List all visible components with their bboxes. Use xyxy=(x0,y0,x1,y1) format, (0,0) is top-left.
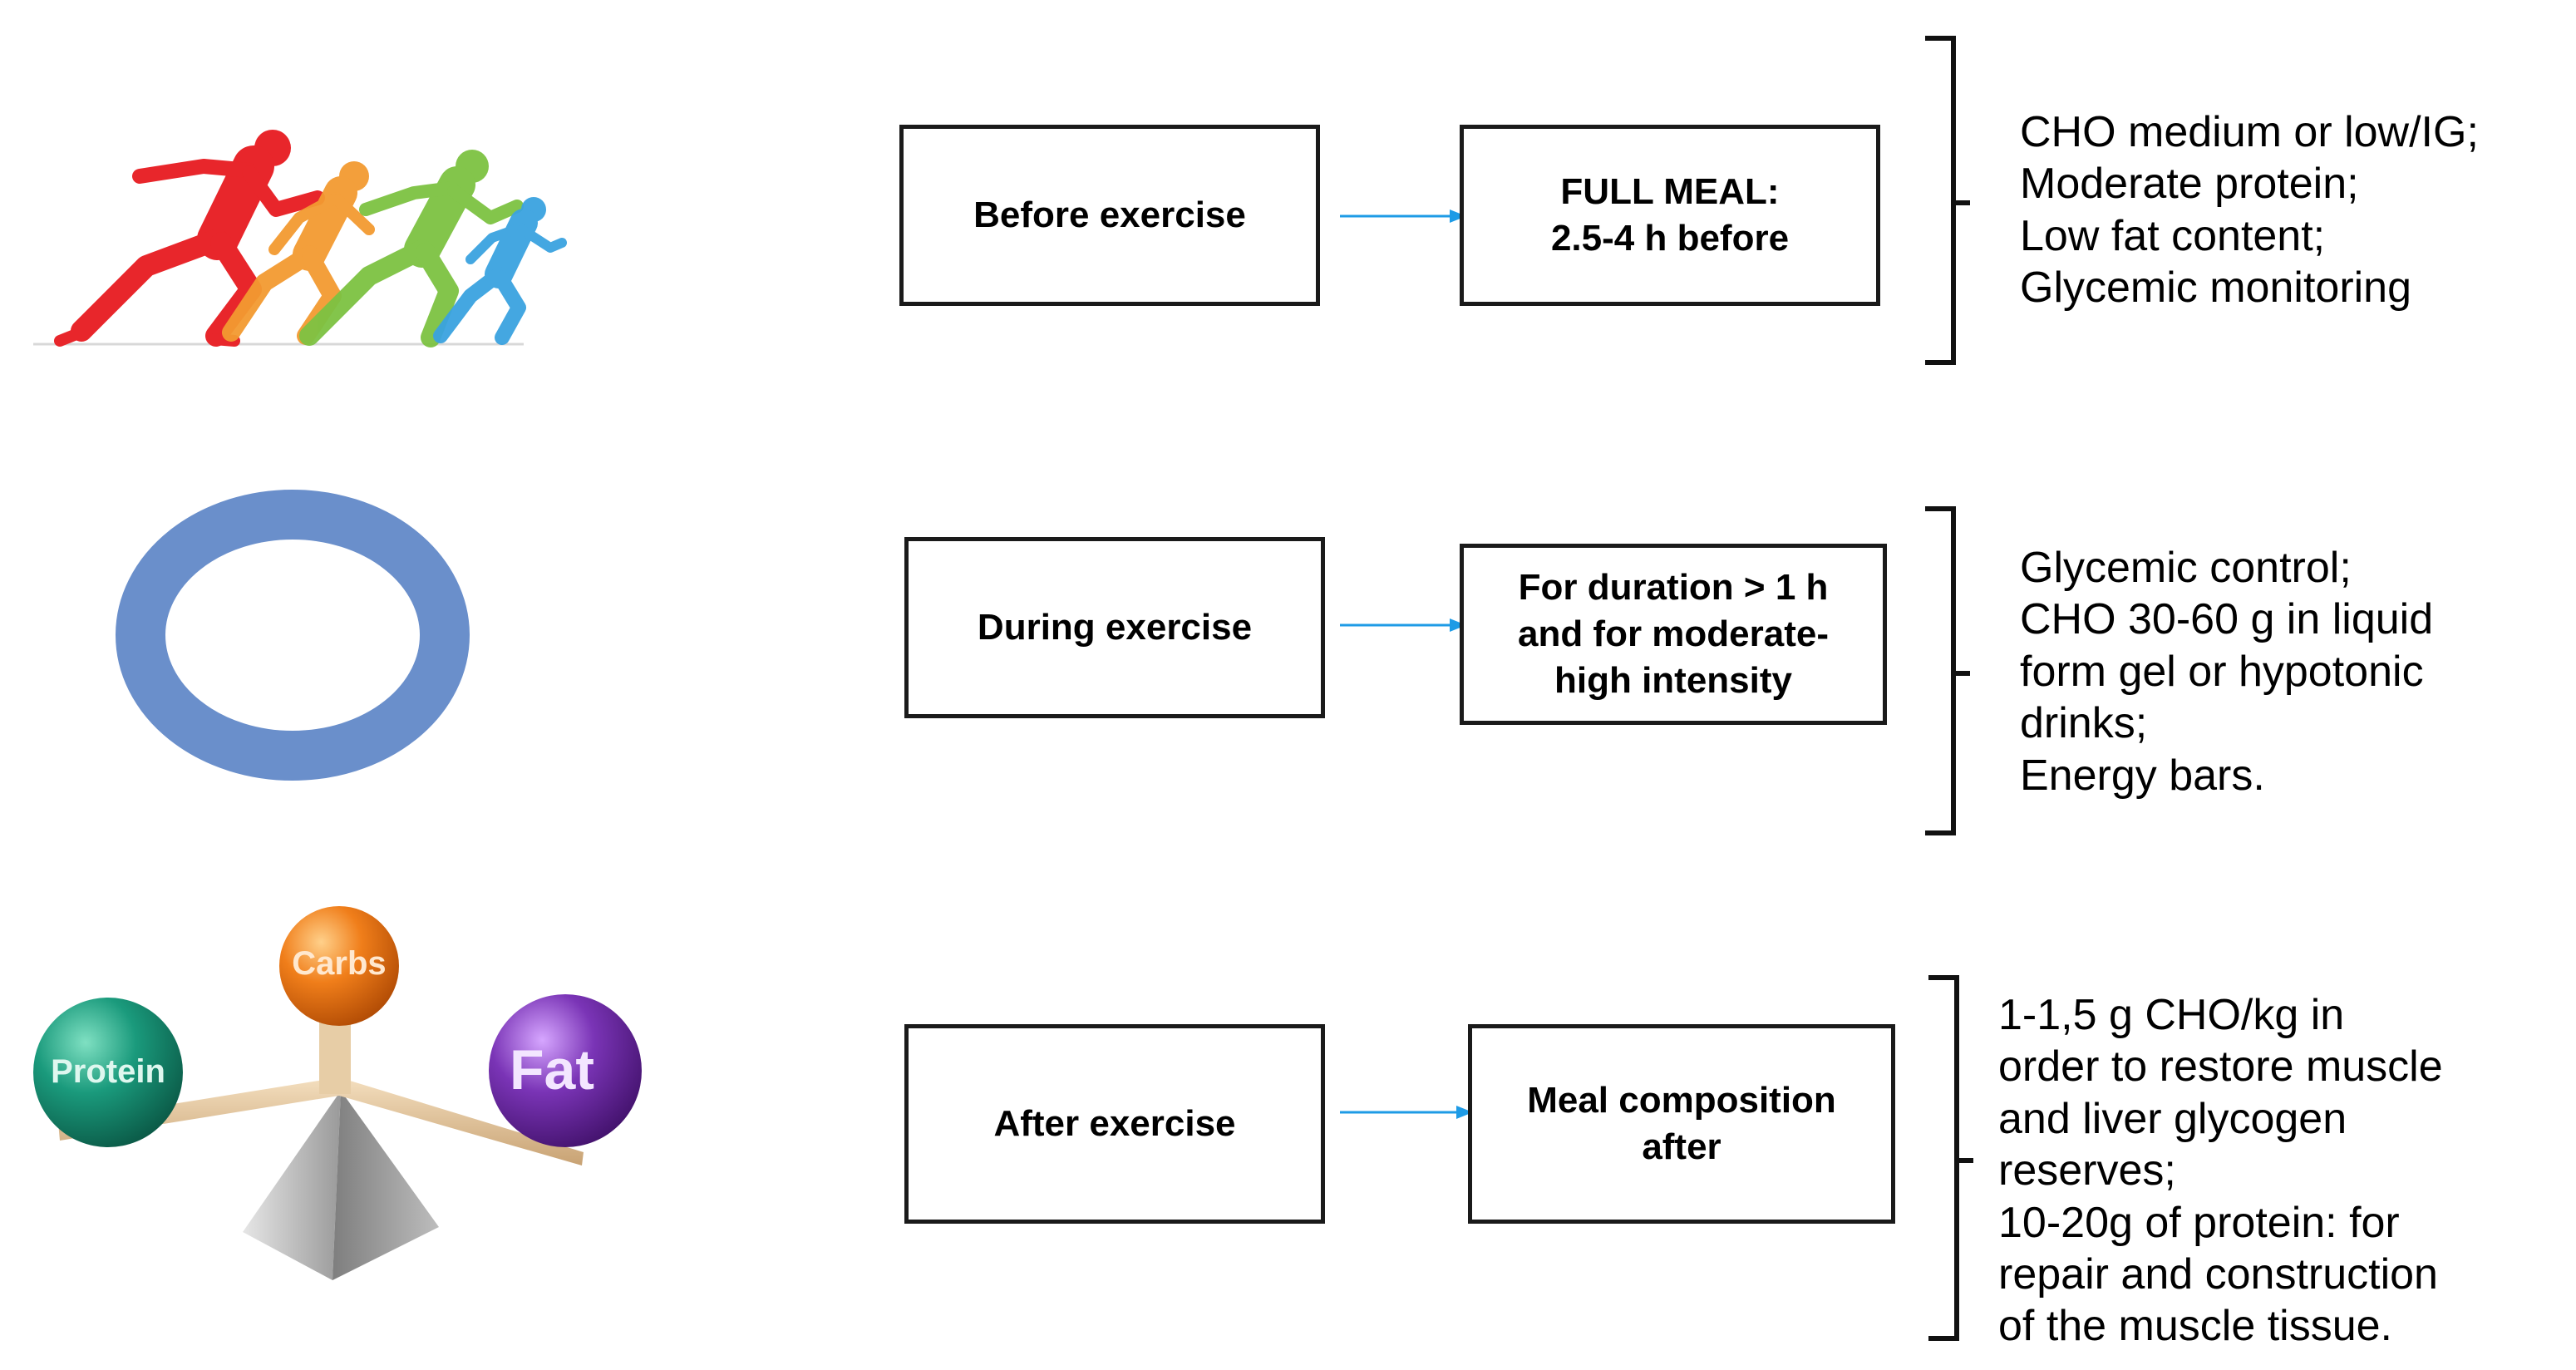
note-line: CHO medium or low/IG; xyxy=(2020,108,2479,156)
timing-box-during: For duration > 1 h and for moderate- hig… xyxy=(1460,544,1887,725)
protein-label: Protein xyxy=(51,1053,165,1090)
timing-line: FULL MEAL: xyxy=(1560,171,1780,213)
balance-pyramid-right xyxy=(332,1091,439,1280)
notes-after: 1-1,5 g CHO/kg in order to restore muscl… xyxy=(1998,989,2443,1353)
note-line: 10-20g of protein: for xyxy=(1998,1198,2400,1247)
note-line: order to restore muscle xyxy=(1998,1042,2443,1092)
note-line: reserves; xyxy=(1998,1146,2176,1195)
carbs-ball xyxy=(279,906,399,1026)
phase-label-during: During exercise xyxy=(977,607,1253,648)
runner-blue xyxy=(433,197,567,345)
arrow-before xyxy=(1340,209,1466,223)
timing-line: 2.5-4 h before xyxy=(1550,218,1790,259)
phase-box-after: After exercise xyxy=(904,1024,1325,1224)
note-line: Glycemic control; xyxy=(2020,544,2352,592)
note-line: and liver glycogen xyxy=(1998,1094,2347,1143)
note-line: CHO 30-60 g in liquid xyxy=(2020,595,2434,644)
protein-ball xyxy=(33,998,183,1147)
bracket-during xyxy=(1925,506,1970,835)
phase-box-during: During exercise xyxy=(904,537,1325,718)
runner-red xyxy=(54,130,325,347)
runners-illustration xyxy=(33,130,567,347)
timing-line: Meal composition xyxy=(1527,1080,1836,1121)
notes-during: Glycemic control; CHO 30-60 g in liquid … xyxy=(2020,542,2433,801)
note-line: Glycemic monitoring xyxy=(2020,264,2412,313)
bracket-after xyxy=(1928,975,1973,1341)
arrow-during xyxy=(1340,618,1466,632)
runner-green xyxy=(299,150,524,347)
fat-ball xyxy=(489,994,642,1147)
note-line: form gel or hypotonic xyxy=(2020,647,2424,696)
runner-orange xyxy=(222,161,375,345)
timing-line: For duration > 1 h xyxy=(1518,567,1829,609)
bracket-before xyxy=(1925,36,1970,365)
phase-box-before: Before exercise xyxy=(899,125,1320,306)
timing-box-before: FULL MEAL: 2.5-4 h before xyxy=(1460,125,1880,306)
phase-label-after: After exercise xyxy=(993,1103,1236,1145)
timing-line: after xyxy=(1642,1126,1721,1167)
fat-label: Fat xyxy=(510,1038,594,1101)
timing-line: high intensity xyxy=(1554,659,1792,701)
macronutrient-balance-illustration: Carbs Protein Fat xyxy=(33,906,642,1280)
note-line: Low fat content; xyxy=(2020,211,2326,260)
ring-illustration xyxy=(116,490,470,781)
timing-line: and for moderate- xyxy=(1517,614,1830,655)
notes-before: CHO medium or low/IG; Moderate protein; … xyxy=(2020,106,2479,314)
note-line: of the muscle tissue. xyxy=(1998,1302,2392,1351)
note-line: 1-1,5 g CHO/kg in xyxy=(1998,991,2345,1039)
note-line: Energy bars. xyxy=(2020,751,2265,800)
phase-label-before: Before exercise xyxy=(973,195,1246,236)
timing-box-after: Meal composition after xyxy=(1468,1024,1895,1224)
balance-pyramid-left xyxy=(243,1091,341,1280)
carbs-label: Carbs xyxy=(292,945,386,982)
note-line: repair and construction xyxy=(1998,1249,2438,1299)
arrow-after xyxy=(1340,1106,1473,1119)
note-line: drinks; xyxy=(2020,699,2148,748)
note-line: Moderate protein; xyxy=(2020,160,2359,209)
